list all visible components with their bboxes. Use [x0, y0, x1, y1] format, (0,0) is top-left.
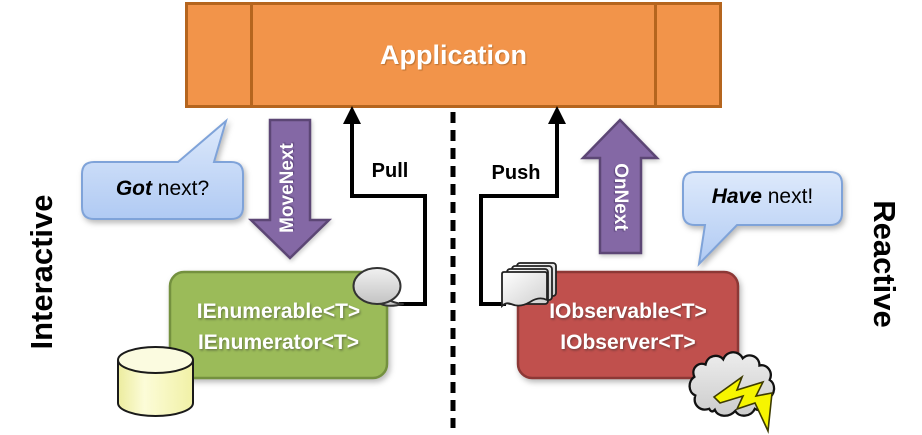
reactive-side-label: Reactive [867, 200, 902, 328]
have-next-rest: next! [761, 185, 814, 208]
ienumerable-box-text: IEnumerable<T> IEnumerator<T> [170, 296, 387, 358]
got-next-bubble [81, 118, 244, 220]
movenext-down-arrow [247, 118, 333, 260]
have-next-emphasis: Have [711, 185, 762, 208]
database-cylinder-icon [117, 346, 194, 417]
push-label: Push [491, 162, 541, 184]
ienumerable-line1: IEnumerable<T> [196, 300, 361, 323]
ienumerable-line2: IEnumerator<T> [197, 331, 360, 354]
got-next-rest: next? [151, 177, 210, 200]
application-divider-right [654, 5, 657, 105]
onnext-up-arrow [580, 118, 660, 255]
speech-balloon-icon [352, 267, 404, 307]
papers-stack-icon [501, 262, 557, 309]
application-divider-left [250, 5, 253, 105]
have-next-bubble [682, 171, 843, 267]
interactive-side-label: Interactive [24, 194, 59, 350]
push-arrowhead [548, 106, 566, 124]
iobservable-box-text: IObservable<T> IObserver<T> [518, 296, 738, 358]
application-box: Application [185, 2, 722, 108]
ienumerable-box [168, 270, 389, 380]
movenext-label: MoveNext [277, 143, 298, 233]
application-title: Application [380, 39, 527, 70]
got-next-text: Got next? [82, 177, 243, 201]
lightning-bolt-icon [712, 374, 773, 434]
got-next-emphasis: Got [115, 177, 152, 200]
onnext-label: OnNext [610, 163, 631, 231]
iobservable-line2: IObserver<T> [560, 331, 696, 354]
pull-arrow-line [350, 120, 427, 306]
have-next-text: Have next! [683, 185, 842, 209]
iobservable-line1: IObservable<T> [549, 300, 707, 323]
push-arrow-line [479, 120, 559, 306]
iobservable-box [516, 270, 740, 380]
pull-label: Pull [371, 160, 409, 182]
pull-arrowhead [343, 106, 361, 124]
